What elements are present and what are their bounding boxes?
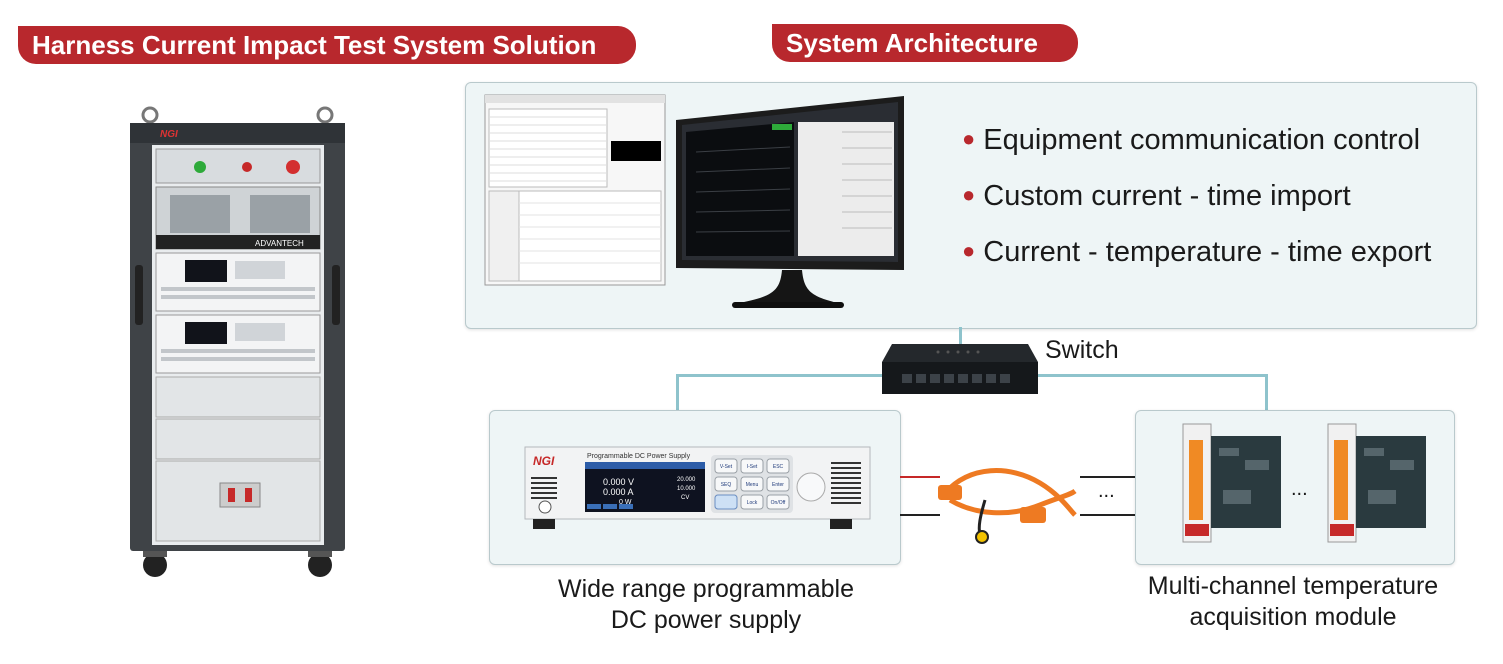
advantech-label: ADVANTECH [255, 239, 304, 248]
connector-to-power-supply [676, 374, 679, 411]
cabinet-logo: NGI [160, 129, 178, 140]
test-cabinet-illustration: NGI ADVANTECH [130, 106, 345, 577]
connector-to-temp-module [1265, 374, 1268, 411]
psu-key-iset: I-Set [747, 464, 758, 470]
harness-ellipsis: ... [1098, 480, 1115, 502]
power-supply-caption-line1: Wide range programmable [558, 575, 854, 603]
psu-key-onoff: On/Off [771, 500, 786, 506]
temp-module-caption-line1: Multi-channel temperature [1147, 572, 1439, 600]
temp-module-caption-line2: acquisition module [1189, 603, 1397, 631]
feature-item: ● Custom current - time import [962, 176, 1431, 232]
feature-text: Custom current - time import [983, 180, 1351, 212]
psu-key-seq: SEQ [721, 482, 732, 488]
psu-key-lock: Lock [747, 500, 758, 506]
power-supply-caption: Wide range programmable DC power supply [506, 574, 906, 636]
psu-key-menu: Menu [746, 482, 759, 488]
bullet-dot-icon: ● [962, 238, 976, 263]
psu-key-enter: Enter [772, 482, 784, 488]
psu-key-vset: V-Set [720, 464, 733, 470]
solution-title: Harness Current Impact Test System Solut… [18, 26, 636, 64]
feature-item: ● Equipment communication control [962, 120, 1431, 176]
network-switch-illustration [882, 344, 1038, 394]
temp-acquisition-card-illustration [1182, 423, 1281, 543]
psu-voltage-readout: 0.000 V [603, 477, 634, 487]
psu-brand-logo: NGI [533, 454, 555, 468]
psu-key-esc: ESC [773, 464, 784, 470]
psu-mode: CV [681, 495, 689, 501]
psu-header-text: Programmable DC Power Supply [587, 453, 691, 460]
software-window-illustration [484, 94, 666, 286]
switch-label: Switch [1045, 336, 1119, 364]
temp-module-caption: Multi-channel temperature acquisition mo… [1110, 571, 1476, 633]
psu-set-current: 10.000 [677, 486, 696, 492]
bullet-dot-icon: ● [962, 126, 976, 151]
wire-harness-illustration: ... [900, 468, 1135, 544]
psu-set-voltage: 20.000 [677, 477, 696, 483]
connector-panel-to-switch [959, 327, 962, 347]
architecture-title: System Architecture [772, 24, 1078, 62]
temp-module-ellipsis: ... [1291, 478, 1308, 500]
power-supply-caption-line2: DC power supply [610, 606, 802, 634]
bullet-dot-icon: ● [962, 182, 976, 207]
temp-acquisition-card-illustration [1327, 423, 1426, 543]
feature-text: Equipment communication control [983, 124, 1421, 156]
feature-list: ● Equipment communication control ● Custom… [962, 120, 1431, 288]
feature-item: ● Current - temperature - time export [962, 232, 1431, 288]
monitor-illustration [676, 96, 904, 308]
psu-current-readout: 0.000 A [603, 487, 634, 497]
dc-power-supply-illustration: NGI Programmable DC Power Supply 0.000 V… [524, 446, 871, 529]
psu-power-readout: 0 W [619, 499, 632, 506]
feature-text: Current - temperature - time export [983, 236, 1432, 268]
